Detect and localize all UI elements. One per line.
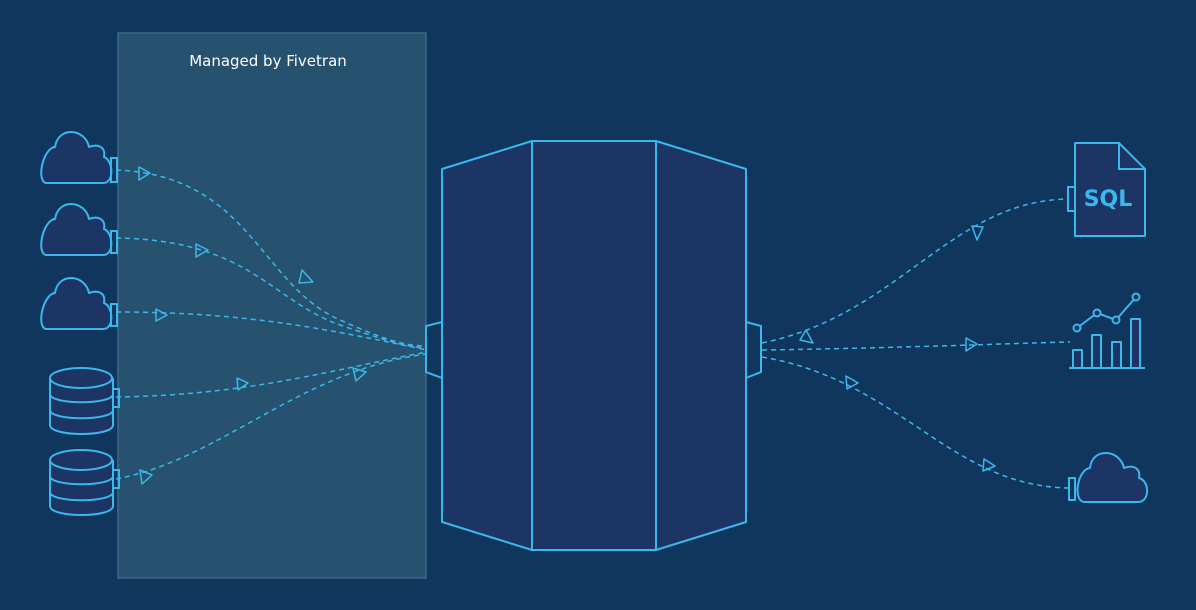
arrow-head: [195, 243, 209, 258]
managed-panel: Managed by Fivetran: [117, 32, 427, 579]
flow-line: [761, 198, 1071, 344]
source-database-icon: [49, 367, 120, 435]
destination-cloud-icon: [1068, 452, 1149, 503]
arrow-head: [298, 269, 314, 284]
arrow-head: [138, 166, 151, 181]
flow-line: [115, 311, 428, 351]
flow-line: [761, 341, 1071, 351]
arrow-head: [982, 458, 996, 472]
destination-flows: [761, 198, 1071, 489]
data-warehouse-icon: [425, 140, 762, 551]
source-cloud-icon: [40, 277, 118, 330]
flow-arrows: [138, 166, 996, 485]
flow-line: [115, 353, 428, 480]
arrow-head: [971, 225, 984, 241]
arrow-head: [236, 377, 249, 391]
managed-panel-label: Managed by Fivetran: [189, 52, 347, 70]
arrow-head: [799, 329, 814, 344]
flow-line: [115, 351, 428, 398]
arrow-head: [845, 375, 859, 390]
sql-file-icon: SQL: [1067, 142, 1146, 237]
arrow-head: [965, 337, 978, 352]
source-cloud-icon: [40, 203, 118, 256]
analytics-chart-icon: [1069, 292, 1145, 369]
source-cloud-icon: [40, 131, 118, 184]
flow-line: [761, 356, 1071, 489]
arrow-head: [139, 469, 153, 485]
source-database-icon: [49, 449, 120, 516]
arrow-head: [155, 308, 168, 322]
sql-file-label: SQL: [1084, 187, 1133, 212]
arrow-head: [352, 367, 367, 382]
